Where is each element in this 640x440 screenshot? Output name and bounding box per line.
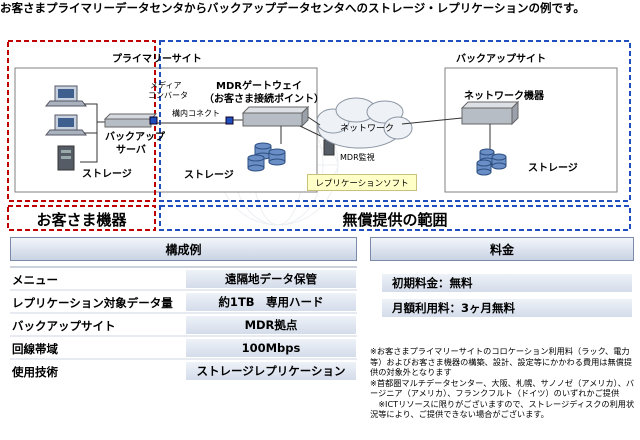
footnote: ※首都圏マルチデータセンター、大阪、札幌、サノノゼ（アメリカ）、バージニア（アメ… [370, 377, 635, 399]
config-row-label: 使用技術 [12, 365, 58, 379]
mdr-gateway-sublabel: （お客さま接続ポイント） [204, 94, 324, 105]
config-row-label: バックアップサイト [12, 319, 116, 333]
mdr-monitor-label: MDR監視 [340, 153, 375, 162]
backup-site-label: バックアップサイト [456, 54, 546, 65]
network-equipment-icon [460, 100, 520, 126]
intro-text: お客さまプライマリーデータセンタからバックアップデータセンタへのストレージ・レプ… [0, 1, 585, 15]
media-converter-label: メディア [150, 81, 182, 90]
backup-server-sublabel: サーバ [116, 145, 146, 156]
pricing-header: 料金 [370, 237, 634, 261]
network-cloud-icon [316, 97, 413, 149]
backup-server-label: バックアップ [105, 132, 165, 143]
config-row-value: MDR拠点 [186, 316, 356, 334]
backup-server-icon [103, 113, 158, 128]
footnotes: ※お客さまプライマリーサイトのコロケーション利用料（ラック、電力等）およびお客さ… [370, 346, 635, 420]
customer-storage-label: ストレージ [82, 169, 132, 180]
customer-equipment-label: お客さま機器 [36, 210, 127, 229]
free-scope-band-border [159, 205, 631, 231]
backup-storage-label: ストレージ [528, 163, 578, 174]
mdr-gateway-icon [241, 105, 310, 128]
free-scope-border [159, 40, 631, 202]
replication-software-label: レプリケーションソフト [307, 174, 417, 191]
primary-site-label: プライマリーサイト [112, 54, 202, 65]
customer-equipment-band-border [7, 205, 156, 231]
laptop-icon [44, 85, 88, 107]
pricing-item: 月額利用料：3ヶ月無料 [382, 299, 632, 317]
backup-site-box [444, 67, 618, 193]
config-row-value: 遠隔地データ保管 [186, 270, 356, 288]
storage-tower-icon [57, 145, 75, 171]
config-row-label: メニュー [12, 273, 58, 287]
laptop-icon [44, 114, 88, 136]
config-row-label: 回線帯域 [12, 342, 58, 356]
config-header: 構成例 [10, 237, 357, 261]
storage-cylinder-icon [476, 148, 507, 176]
media-converter-sublabel: コンバータ [148, 91, 188, 100]
cross-connect-icon [225, 116, 234, 125]
config-row-value: 100Mbps [186, 339, 356, 357]
storage-cylinder-icon [247, 142, 286, 172]
pricing-item: 初期料金：無料 [382, 274, 632, 292]
cross-connect-label: 構内コネクト [172, 109, 220, 118]
network-label: ネットワーク [340, 124, 395, 134]
config-row-value: ストレージレプリケーション [186, 362, 356, 380]
primary-storage-label: ストレージ [184, 170, 234, 181]
free-scope-label: 無償提供の範囲 [342, 210, 448, 229]
config-row-value: 約1TB 専用ハード [186, 293, 356, 311]
footnote: ※お客さまプライマリーサイトのコロケーション利用料（ラック、電力等）およびお客さ… [370, 346, 633, 377]
network-equipment-label: ネットワーク機器 [464, 91, 544, 102]
footnote: ※ICTリソースに限りがございますので、ストレージディスクの利用状況等により、ご… [370, 398, 635, 420]
mdr-gateway-label: MDRゲートウェイ [216, 81, 302, 92]
media-converter-icon [149, 116, 158, 125]
config-row-label: レプリケーション対象データ量 [12, 296, 173, 310]
